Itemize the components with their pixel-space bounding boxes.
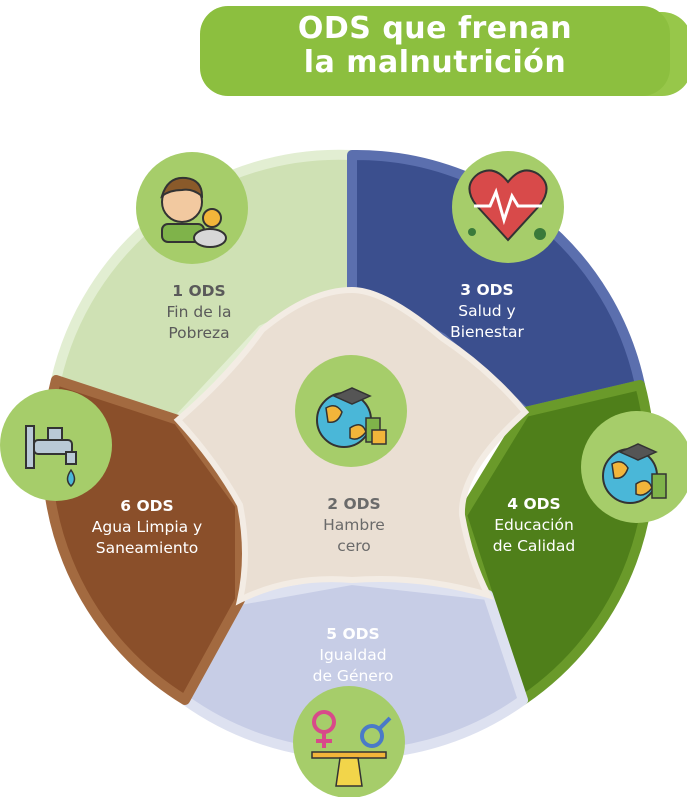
segment-name-line-1: Fin de la	[166, 303, 232, 321]
segment-name-line-2: de Calidad	[492, 537, 576, 555]
page-title: ODS que frenan la malnutrición	[200, 12, 670, 80]
gender-equality-icon	[293, 686, 405, 797]
segment-number: 6 ODS	[120, 497, 174, 515]
label-6-ods: 6 ODS Agua Limpia y Saneamiento	[62, 496, 232, 559]
title-line-1: ODS que frenan	[297, 11, 573, 46]
heart-health-icon	[452, 151, 564, 263]
label-4-ods: 4 ODS Educación de Calidad	[449, 494, 619, 557]
segment-name-line-2: Saneamiento	[95, 539, 199, 557]
segment-name-line-1: Hambre	[323, 516, 385, 534]
segment-name-line-2: Bienestar	[450, 323, 524, 341]
segment-number: 2 ODS	[327, 495, 381, 513]
globe-education-icon	[581, 411, 687, 523]
label-5-ods: 5 ODS Igualdad de Género	[268, 624, 438, 687]
segment-name-line-2: de Género	[312, 667, 394, 685]
segment-number: 5 ODS	[326, 625, 380, 643]
segment-name-line-1: Agua Limpia y	[91, 518, 203, 536]
segment-name-line-1: Igualdad	[319, 646, 387, 664]
segment-name-line-2: cero	[337, 537, 371, 555]
segment-number: 4 ODS	[507, 495, 561, 513]
segment-number: 1 ODS	[172, 282, 226, 300]
label-1-ods: 1 ODS Fin de la Pobreza	[114, 281, 284, 344]
segment-name-line-2: Pobreza	[168, 324, 230, 342]
globe-education-icon	[295, 355, 407, 467]
water-tap-icon	[0, 389, 112, 501]
segment-number: 3 ODS	[460, 281, 514, 299]
title-line-2: la malnutrición	[303, 45, 567, 80]
segment-name-line-1: Educación	[494, 516, 574, 534]
title-banner	[200, 6, 687, 96]
label-2-ods-center: 2 ODS Hambre cero	[269, 494, 439, 557]
label-3-ods: 3 ODS Salud y Bienestar	[402, 280, 572, 343]
segment-3-salud-bienestar	[347, 149, 645, 417]
segment-name-line-1: Salud y	[458, 302, 516, 320]
child-poverty-icon	[136, 152, 248, 264]
